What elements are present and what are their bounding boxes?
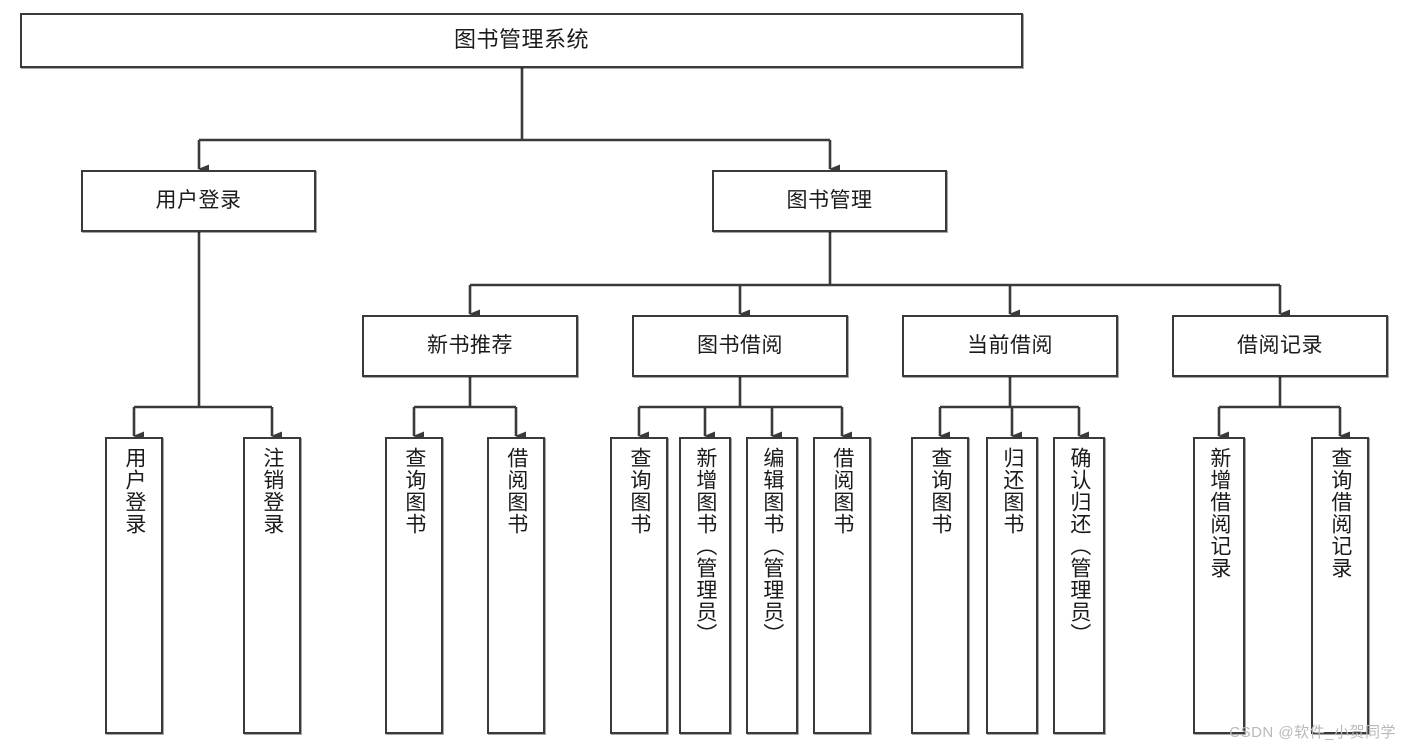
node-label: 借阅记录 (1237, 334, 1323, 358)
node-label: 图书借阅 (697, 334, 783, 358)
node-label: 借阅图书 (830, 447, 854, 535)
node-leaf-query-book-current[interactable]: 查询图书 (911, 437, 969, 734)
node-label: 用户登录 (155, 189, 242, 213)
node-leaf-logout[interactable]: 注销登录 (243, 437, 301, 734)
node-label: 新书推荐 (427, 334, 513, 358)
node-label: 图书管理 (786, 189, 873, 213)
node-label: 用户登录 (122, 447, 146, 535)
node-leaf-add-book-admin[interactable]: 新增图书（管理员） (679, 437, 731, 734)
node-leaf-borrow-book[interactable]: 借阅图书 (813, 437, 871, 734)
node-label: 编辑图书（管理员） (760, 447, 784, 645)
node-leaf-confirm-return-admin[interactable]: 确认归还（管理员） (1053, 437, 1105, 734)
node-new-book-recommend[interactable]: 新书推荐 (362, 315, 578, 377)
node-leaf-query-book-recommend[interactable]: 查询图书 (385, 437, 443, 734)
node-leaf-borrow-book-recommend[interactable]: 借阅图书 (487, 437, 545, 734)
node-leaf-edit-book-admin[interactable]: 编辑图书（管理员） (746, 437, 798, 734)
node-label: 借阅图书 (504, 447, 528, 535)
node-borrow-record[interactable]: 借阅记录 (1172, 315, 1388, 377)
node-label: 注销登录 (260, 447, 284, 535)
node-user-login[interactable]: 用户登录 (81, 170, 316, 232)
node-label: 查询借阅记录 (1328, 447, 1352, 579)
node-label: 归还图书 (1000, 447, 1024, 535)
node-label: 查询图书 (402, 447, 426, 535)
watermark-text: CSDN @软件_小贺同学 (1229, 724, 1396, 741)
node-label: 新增借阅记录 (1207, 447, 1231, 579)
node-book-borrow[interactable]: 图书借阅 (632, 315, 848, 377)
node-label: 查询图书 (627, 447, 651, 535)
node-leaf-user-login[interactable]: 用户登录 (105, 437, 163, 734)
node-label: 确认归还（管理员） (1067, 447, 1091, 645)
node-label: 图书管理系统 (453, 27, 589, 53)
node-leaf-query-book-borrow[interactable]: 查询图书 (610, 437, 668, 734)
node-label: 当前借阅 (967, 334, 1053, 358)
node-label: 查询图书 (928, 447, 952, 535)
node-current-borrow[interactable]: 当前借阅 (902, 315, 1118, 377)
node-root-book-management-system[interactable]: 图书管理系统 (20, 13, 1023, 68)
node-leaf-query-borrow-record[interactable]: 查询借阅记录 (1311, 437, 1369, 734)
node-leaf-return-book[interactable]: 归还图书 (986, 437, 1038, 734)
node-book-management[interactable]: 图书管理 (712, 170, 947, 232)
node-label: 新增图书（管理员） (693, 447, 717, 645)
node-leaf-add-borrow-record[interactable]: 新增借阅记录 (1193, 437, 1245, 734)
